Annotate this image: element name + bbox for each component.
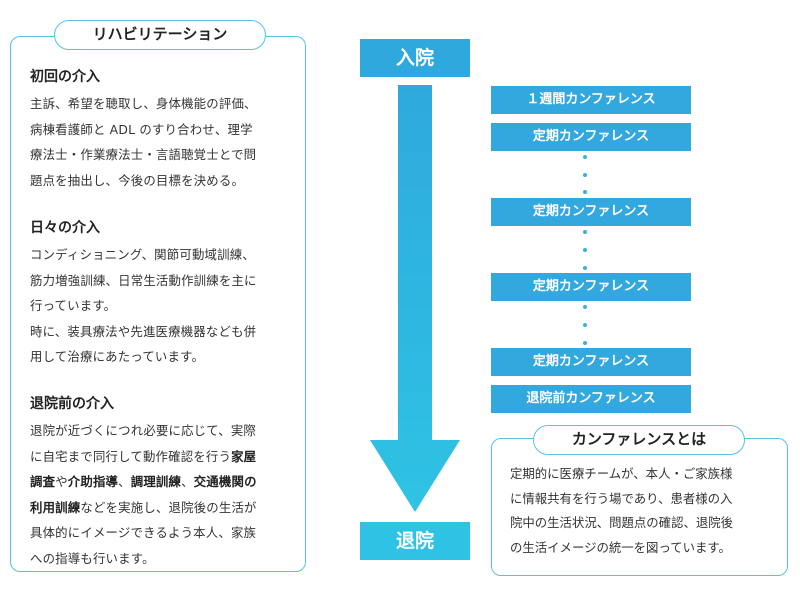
conference-item: 退院前カンファレンス xyxy=(491,385,691,413)
conference-item: 定期カンファレンス xyxy=(491,348,691,376)
text-line: に自宅まで同行して動作確認を行う家屋 xyxy=(30,448,257,464)
section-heading-daily: 日々の介入 xyxy=(30,220,100,236)
conference-item: 定期カンファレンス xyxy=(491,273,691,301)
text-line: 病棟看護師と ADL のすり合わせ、理学 xyxy=(30,121,253,137)
text-line: 行っています。 xyxy=(30,298,117,313)
text-line: 主訴、希望を聴取し、身体機能の評価、 xyxy=(30,96,257,111)
arrow-shape xyxy=(370,85,460,512)
dot xyxy=(583,323,587,327)
text-line: 利用訓練などを実施し、退院後の生活が xyxy=(30,499,257,515)
keyword: 調査 xyxy=(30,474,56,489)
conference-item: 定期カンファレンス xyxy=(491,198,691,226)
rehab-title: リハビリテーション xyxy=(54,20,266,50)
dot xyxy=(583,266,587,270)
text-line: 定期的に医療チームが、本人・ご家族様 xyxy=(510,466,733,481)
text-line: 調査や介助指導、調理訓練、交通機関の xyxy=(30,474,257,489)
keyword: 利用訓練 xyxy=(30,499,81,515)
dot xyxy=(583,248,587,252)
text-line: 用して治療にあたっています。 xyxy=(30,349,205,364)
about-title: カンファレンスとは xyxy=(533,425,745,455)
text-line: 療法士・作業療法士・言語聴覚士とで問 xyxy=(30,147,257,162)
section-text-initial: 主訴、希望を聴取し、身体機能の評価、 病棟看護師と ADL のすり合わせ、理学 … xyxy=(30,91,300,193)
section-heading-predischarge: 退院前の介入 xyxy=(30,396,114,412)
text-line: 筋力増強訓練、日常生活動作訓練を主に xyxy=(30,272,257,288)
keyword: 家屋 xyxy=(231,448,257,464)
text-line: への指導も行います。 xyxy=(30,550,155,566)
keyword: 介助指導 xyxy=(67,474,119,489)
flow-arrow xyxy=(370,85,460,512)
dot xyxy=(583,341,587,345)
text-line: に情報共有を行う場であり、患者様の入 xyxy=(510,490,733,506)
discharge-label: 退院 xyxy=(360,522,470,560)
dot xyxy=(583,305,587,309)
text-line: 具体的にイメージできるよう本人、家族 xyxy=(30,525,257,540)
dot xyxy=(583,190,587,194)
section-text-predischarge: 退院が近づくにつれ必要に応じて、実際 に自宅まで同行して動作確認を行う家屋 調査… xyxy=(30,418,300,571)
text-line: の生活イメージの統一を図っています。 xyxy=(510,539,731,555)
dot xyxy=(583,173,587,177)
text-line: 退院が近づくにつれ必要に応じて、実際 xyxy=(30,423,257,438)
text-line: 院中の生活状況、問題点の確認、退院後 xyxy=(510,515,734,530)
text-line: 題点を抽出し、今後の目標を決める。 xyxy=(30,172,245,188)
about-text: 定期的に医療チームが、本人・ご家族様 に情報共有を行う場であり、患者様の入 院中… xyxy=(510,462,776,560)
dot xyxy=(583,230,587,234)
section-text-daily: コンディショニング、関節可動域訓練、 筋力増強訓練、日常生活動作訓練を主に 行っ… xyxy=(30,242,300,370)
conference-item: １週間カンファレンス xyxy=(491,86,691,114)
admission-label: 入院 xyxy=(360,39,470,77)
text-line: 時に、装具療法や先進医療機器なども併 xyxy=(30,323,257,339)
keyword: 調理訓練 xyxy=(130,474,182,489)
section-heading-initial: 初回の介入 xyxy=(30,69,100,85)
keyword: 交通機関の xyxy=(193,474,257,489)
conference-item: 定期カンファレンス xyxy=(491,123,691,151)
text-line: コンディショニング、関節可動域訓練、 xyxy=(30,247,255,262)
dot xyxy=(583,155,587,159)
